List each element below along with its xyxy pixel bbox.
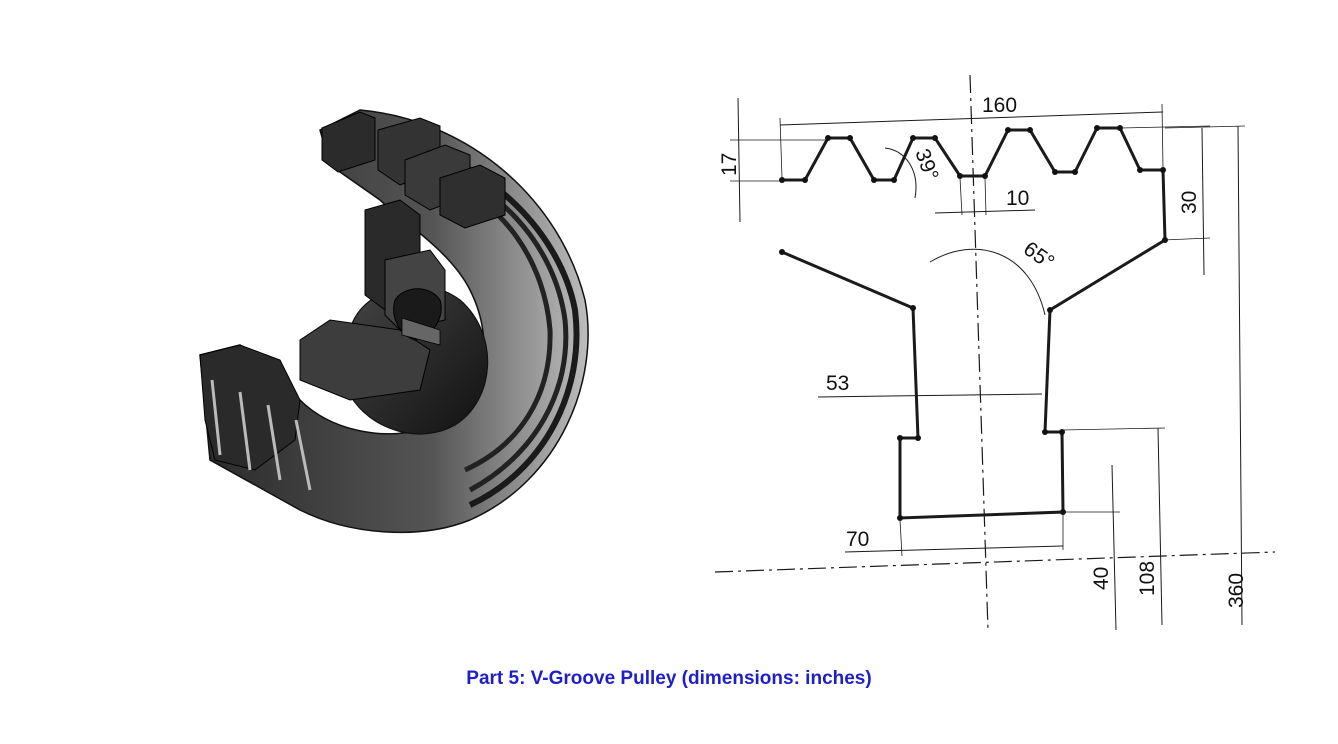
pulley-section-drawing: 160 17 39° 10 30 65° 53 70 40 <box>714 74 1276 631</box>
figure-caption: Part 5: V-Groove Pulley (dimensions: inc… <box>466 668 872 689</box>
dim-hub-height: 108 <box>1136 561 1159 596</box>
dim-groove-depth: 17 <box>718 153 741 176</box>
dim-base-height: 40 <box>1090 567 1113 590</box>
dim-web-angle: 65° <box>1019 237 1058 274</box>
dim-rim-height: 30 <box>1178 191 1201 214</box>
dim-groove-bottom: 10 <box>1006 187 1029 210</box>
pulley-figure: 160 17 39° 10 30 65° 53 70 40 <box>199 74 1276 631</box>
dim-overall-width: 160 <box>982 94 1017 117</box>
pulley-3d-view <box>199 109 589 534</box>
dim-hub-width: 53 <box>826 372 849 395</box>
dim-overall-height: 360 <box>1225 573 1248 608</box>
dim-base-width: 70 <box>846 528 869 551</box>
